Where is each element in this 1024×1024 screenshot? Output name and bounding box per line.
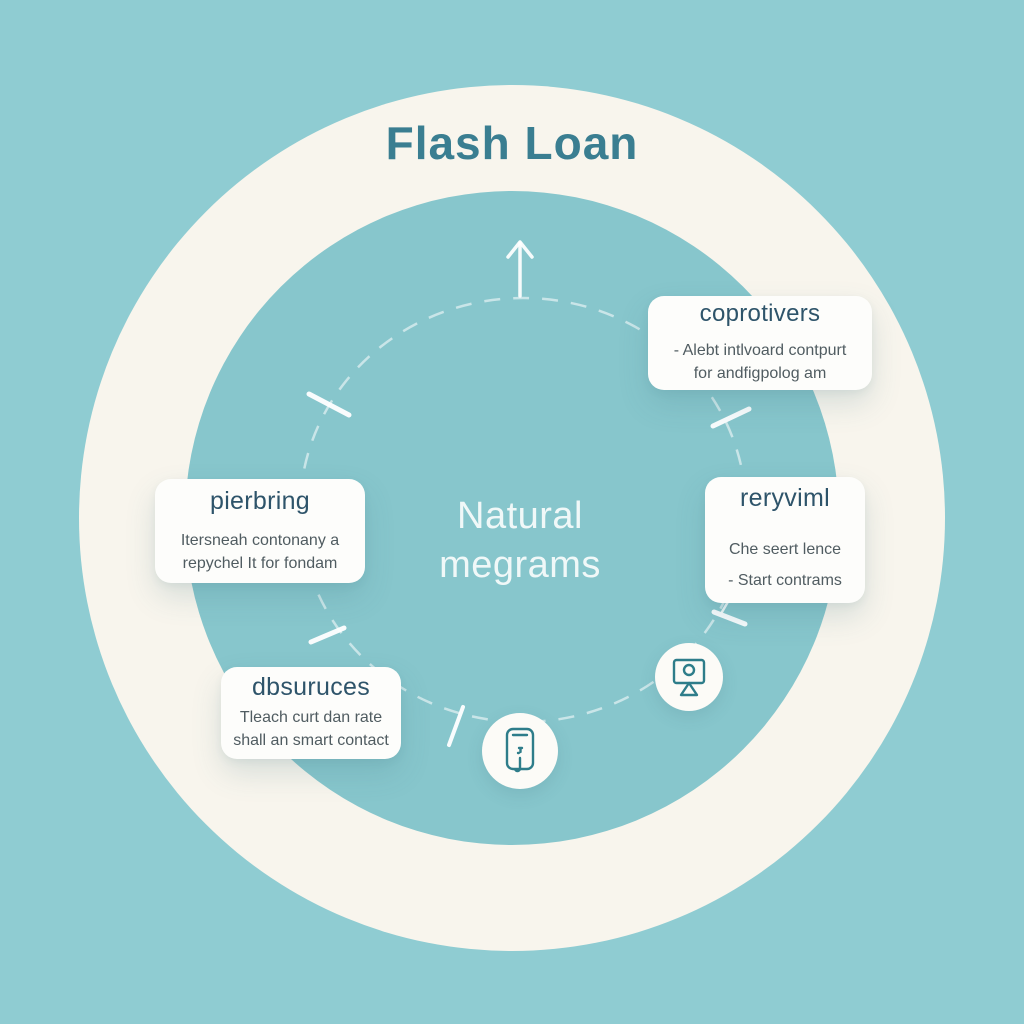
callout-dbsuruces: dbsuruces Tleach curt dan rate shall an …	[221, 667, 401, 759]
callout-title: dbsuruces	[251, 673, 371, 702]
smartphone-icon-badge	[482, 713, 558, 789]
callout-body-line: Itersneah contonany a	[180, 531, 340, 549]
center-label: Natural megrams	[372, 492, 668, 591]
center-label-line-2: megrams	[439, 544, 601, 587]
callout-title: coprotivers	[699, 300, 821, 328]
callout-title: reryviml	[740, 484, 830, 513]
callout-body-line: - Start contrams	[728, 571, 842, 589]
callout-body-line: - Alebt intlvoard contpurt	[673, 342, 847, 360]
callout-body-line: for andfigpolog am	[693, 365, 827, 382]
callout-coprotivers: coprotivers - Alebt intlvoard contpurt f…	[648, 296, 872, 390]
callout-body-line: Tleach curt dan rate	[239, 709, 383, 727]
callout-body-line: repychel It for fondam	[182, 554, 338, 572]
callout-title: pierbring	[210, 486, 310, 515]
center-label-line-1: Natural	[457, 495, 583, 537]
page-title: Flash Loan	[385, 117, 639, 169]
callout-reryviml: reryviml Che seert lence - Start contram…	[705, 477, 865, 603]
callout-pierbring: pierbring Itersneah contonany a repychel…	[155, 479, 365, 583]
presentation-screen-icon	[672, 658, 706, 697]
callout-body-line: shall an smart contact	[233, 732, 389, 749]
presentation-screen-icon-badge	[655, 643, 723, 711]
smartphone-icon	[505, 727, 535, 773]
callout-body-line: Che seert lence	[728, 541, 842, 559]
